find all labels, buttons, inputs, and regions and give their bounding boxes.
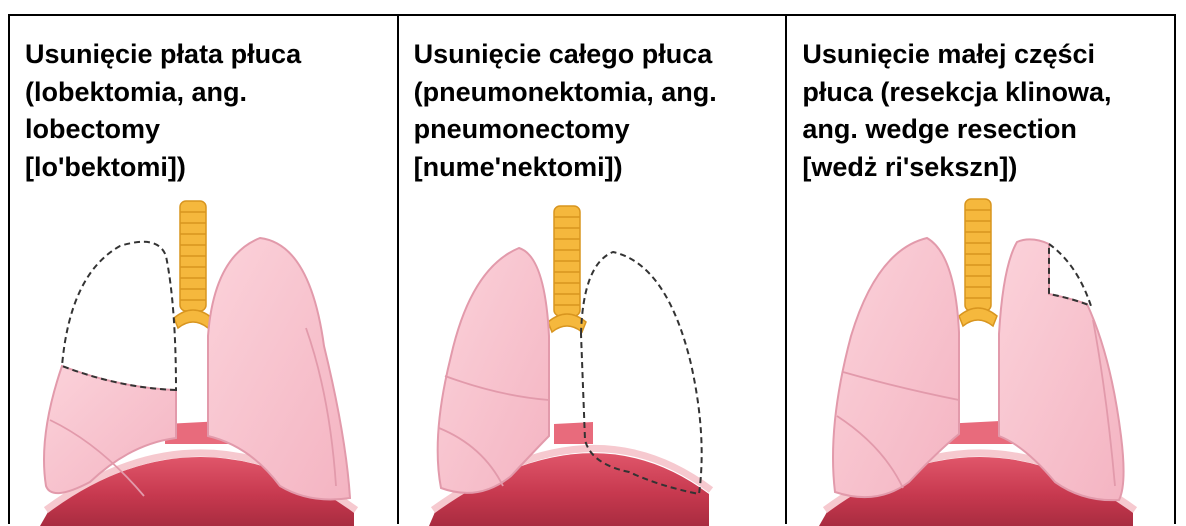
- diagram-grid: Usunięcie płata płuca (lobektomia, ang. …: [8, 14, 1176, 524]
- pneumonectomy-illustration: [399, 16, 787, 526]
- trachea: [548, 206, 586, 332]
- panel-pneumonectomy: Usunięcie całego płuca (pneumonektomia, …: [397, 16, 786, 524]
- wedge-resection-illustration: [787, 16, 1175, 526]
- trachea: [959, 199, 997, 326]
- panel-lobectomy: Usunięcie płata płuca (lobektomia, ang. …: [10, 16, 397, 524]
- panel-wedge-resection: Usunięcie małej części płuca (resekcja k…: [785, 16, 1174, 524]
- removed-lobe-outline: [62, 242, 176, 390]
- lobectomy-illustration: [10, 16, 398, 526]
- trachea: [174, 201, 212, 328]
